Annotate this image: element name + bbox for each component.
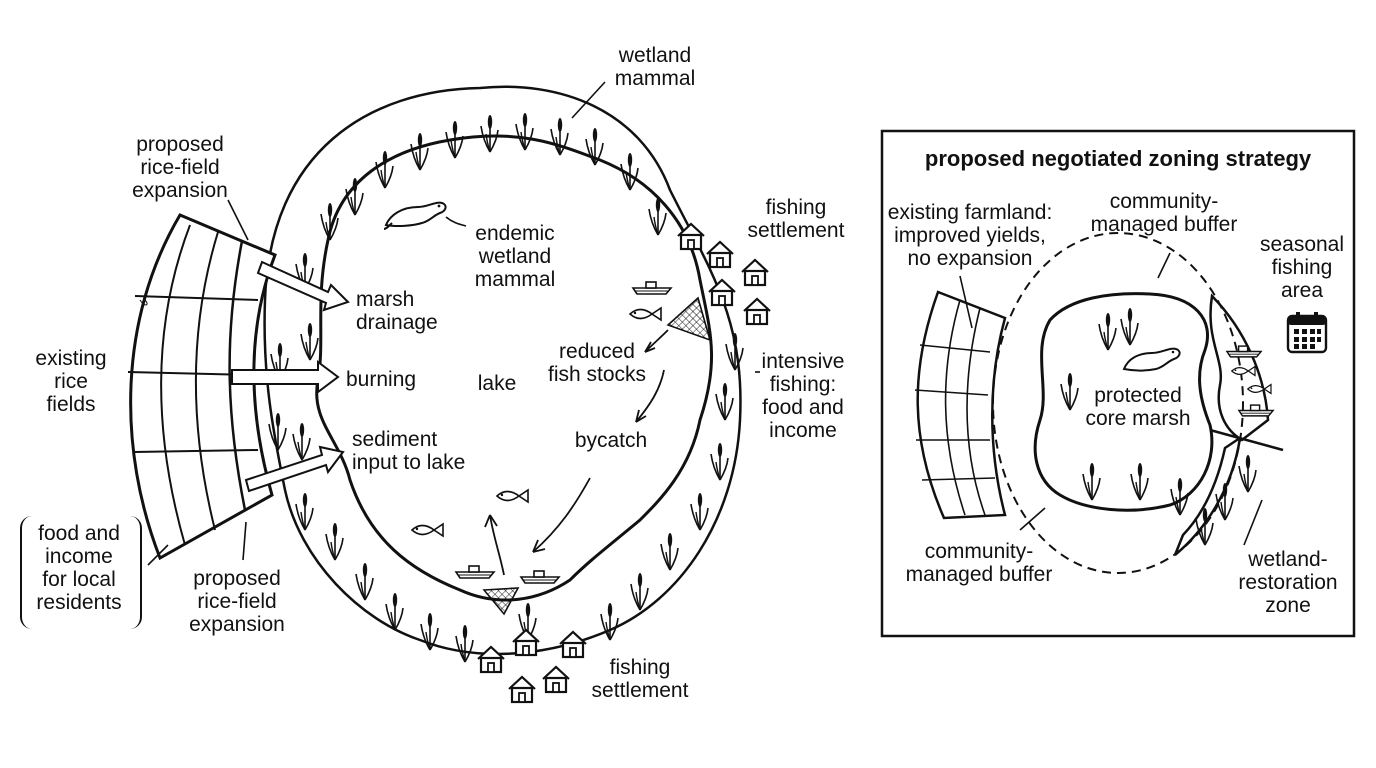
bycatch-label: bycatch — [574, 429, 648, 452]
protected-core-marsh-label: protected core marsh — [1085, 384, 1191, 430]
existing-farmland-label: existing farmland: improved yields, no e… — [887, 201, 1053, 270]
food-income-bracket — [20, 516, 142, 629]
endemic-wetland-mammal-label: endemic wetland mammal — [474, 222, 556, 291]
burning-label: burning — [346, 368, 417, 391]
existing-rice-fields-grid — [127, 213, 277, 561]
wetland-mammal-label: wetland mammal — [614, 44, 696, 90]
sediment-input-label: sediment input to lake — [352, 428, 466, 474]
community-buffer-bottom-label: community- managed buffer — [905, 540, 1053, 586]
existing-farmland-grid — [914, 290, 1007, 520]
seasonal-fishing-area-label: seasonal fishing area — [1259, 233, 1345, 302]
proposed-expansion-strip — [228, 240, 247, 511]
pressure-arrows — [231, 260, 350, 493]
otter-icon — [383, 201, 447, 230]
flow-arrows — [484, 329, 669, 576]
fishing-settlement-top-label: fishing settlement — [747, 196, 845, 242]
proposed-rice-field-expansion-bottom-label: proposed rice-field expansion — [189, 567, 285, 636]
reduced-fish-stocks-label: reduced fish stocks — [547, 340, 647, 386]
community-buffer-top-label: community- managed buffer — [1090, 190, 1238, 236]
wetland-ring-outer — [263, 85, 742, 656]
proposed-rice-field-expansion-top-label: proposed rice-field expansion — [132, 133, 228, 202]
otter-icon — [1122, 347, 1181, 372]
fishing-settlement-bottom-label: fishing settlement — [591, 656, 689, 702]
zoning-panel — [880, 129, 1356, 638]
net-icon — [482, 296, 712, 616]
lake-shoreline — [315, 134, 713, 602]
intensive-fishing-label: intensive fishing: food and income — [761, 350, 845, 442]
food-and-income-label: food and income for local residents — [36, 522, 122, 614]
existing-rice-fields-label: existing rice fields — [35, 347, 107, 416]
main-diagram — [127, 81, 772, 704]
wetland-restoration-band — [1173, 435, 1242, 556]
protected-core-marsh — [1033, 292, 1214, 512]
panel-leader-lines — [959, 252, 1263, 546]
wetland-restoration-zone-label: wetland- restoration zone — [1238, 548, 1338, 617]
lake-label: lake — [477, 372, 517, 395]
wedge-divider — [1209, 428, 1284, 452]
marsh-drainage-label: marsh drainage — [356, 288, 438, 334]
calendar-icon — [1286, 312, 1328, 354]
zoning-panel-title: proposed negotiated zoning strategy — [924, 146, 1312, 171]
leader-lines — [147, 81, 760, 566]
